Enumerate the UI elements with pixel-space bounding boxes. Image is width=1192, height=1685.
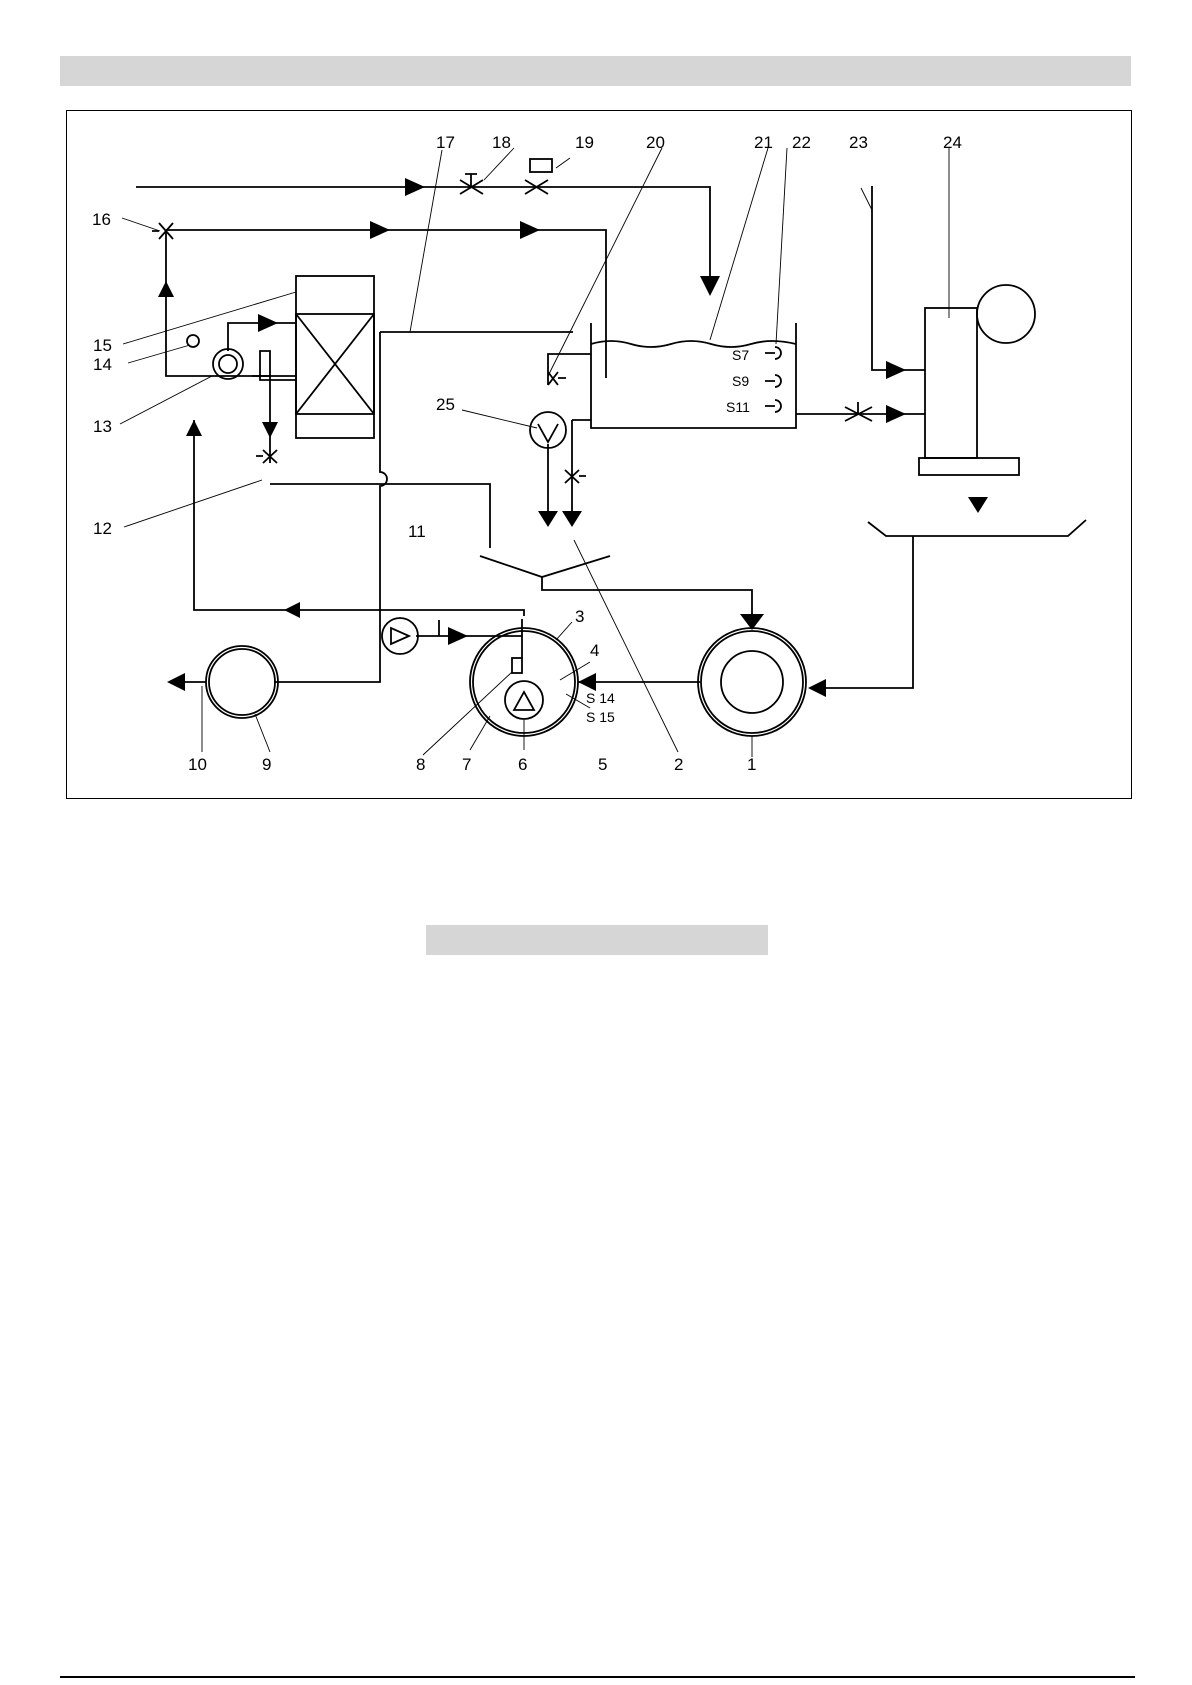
callout-13: 13 (93, 417, 112, 436)
valve-16 (152, 223, 173, 239)
solenoid-19 (530, 159, 552, 172)
sensor-label-s14: S 14 (586, 690, 615, 706)
sensor-label-s7: S7 (732, 347, 749, 363)
callout-19: 19 (575, 133, 594, 152)
sensor-label-s9: S9 (732, 373, 749, 389)
callout-2: 2 (674, 755, 683, 774)
callout-20: 20 (646, 133, 665, 152)
callout-3: 3 (575, 607, 584, 626)
pump-6 (505, 681, 543, 719)
callout-14: 14 (93, 355, 112, 374)
callout-15: 15 (93, 336, 112, 355)
callout-16: 16 (92, 210, 111, 229)
callout-24: 24 (943, 133, 962, 152)
callout-18: 18 (492, 133, 511, 152)
supply-pipe (136, 187, 710, 276)
tank-outline (591, 323, 796, 428)
heat-exchanger-cross (296, 314, 374, 414)
device-24-motor (977, 285, 1035, 343)
callout-22: 22 (792, 133, 811, 152)
valve-24-inlet (845, 402, 872, 421)
pump-11 (382, 618, 418, 654)
drain-basin (868, 520, 1086, 536)
sensor-label-s11: S11 (726, 399, 750, 415)
callout-25: 25 (436, 395, 455, 414)
valve-18 (460, 174, 483, 194)
device-24-base (919, 458, 1019, 475)
callout-4: 4 (590, 641, 599, 660)
sensor-8 (512, 658, 522, 673)
callout-1: 1 (747, 755, 756, 774)
callout-21: 21 (754, 133, 773, 152)
sensor-label-s15: S 15 (586, 709, 615, 725)
device-24-body (925, 308, 977, 458)
left-riser (166, 230, 296, 376)
callout-17: 17 (436, 133, 455, 152)
valve-20 (548, 372, 566, 385)
water-surface (591, 341, 796, 347)
pump-13 (213, 349, 243, 379)
callout-9: 9 (262, 755, 271, 774)
callout-7: 7 (462, 755, 471, 774)
callout-10: 10 (188, 755, 207, 774)
callout-12: 12 (93, 519, 112, 538)
drain-valve (565, 470, 586, 483)
callout-8: 8 (416, 755, 425, 774)
callout-23: 23 (849, 133, 868, 152)
callout-11: 11 (408, 522, 426, 541)
callout-6: 6 (518, 755, 527, 774)
tank-1 (698, 628, 806, 736)
tank-9 (206, 646, 278, 718)
pipe-17-down (274, 332, 387, 682)
valve-12 (256, 450, 277, 463)
callout-5: 5 (598, 755, 607, 774)
